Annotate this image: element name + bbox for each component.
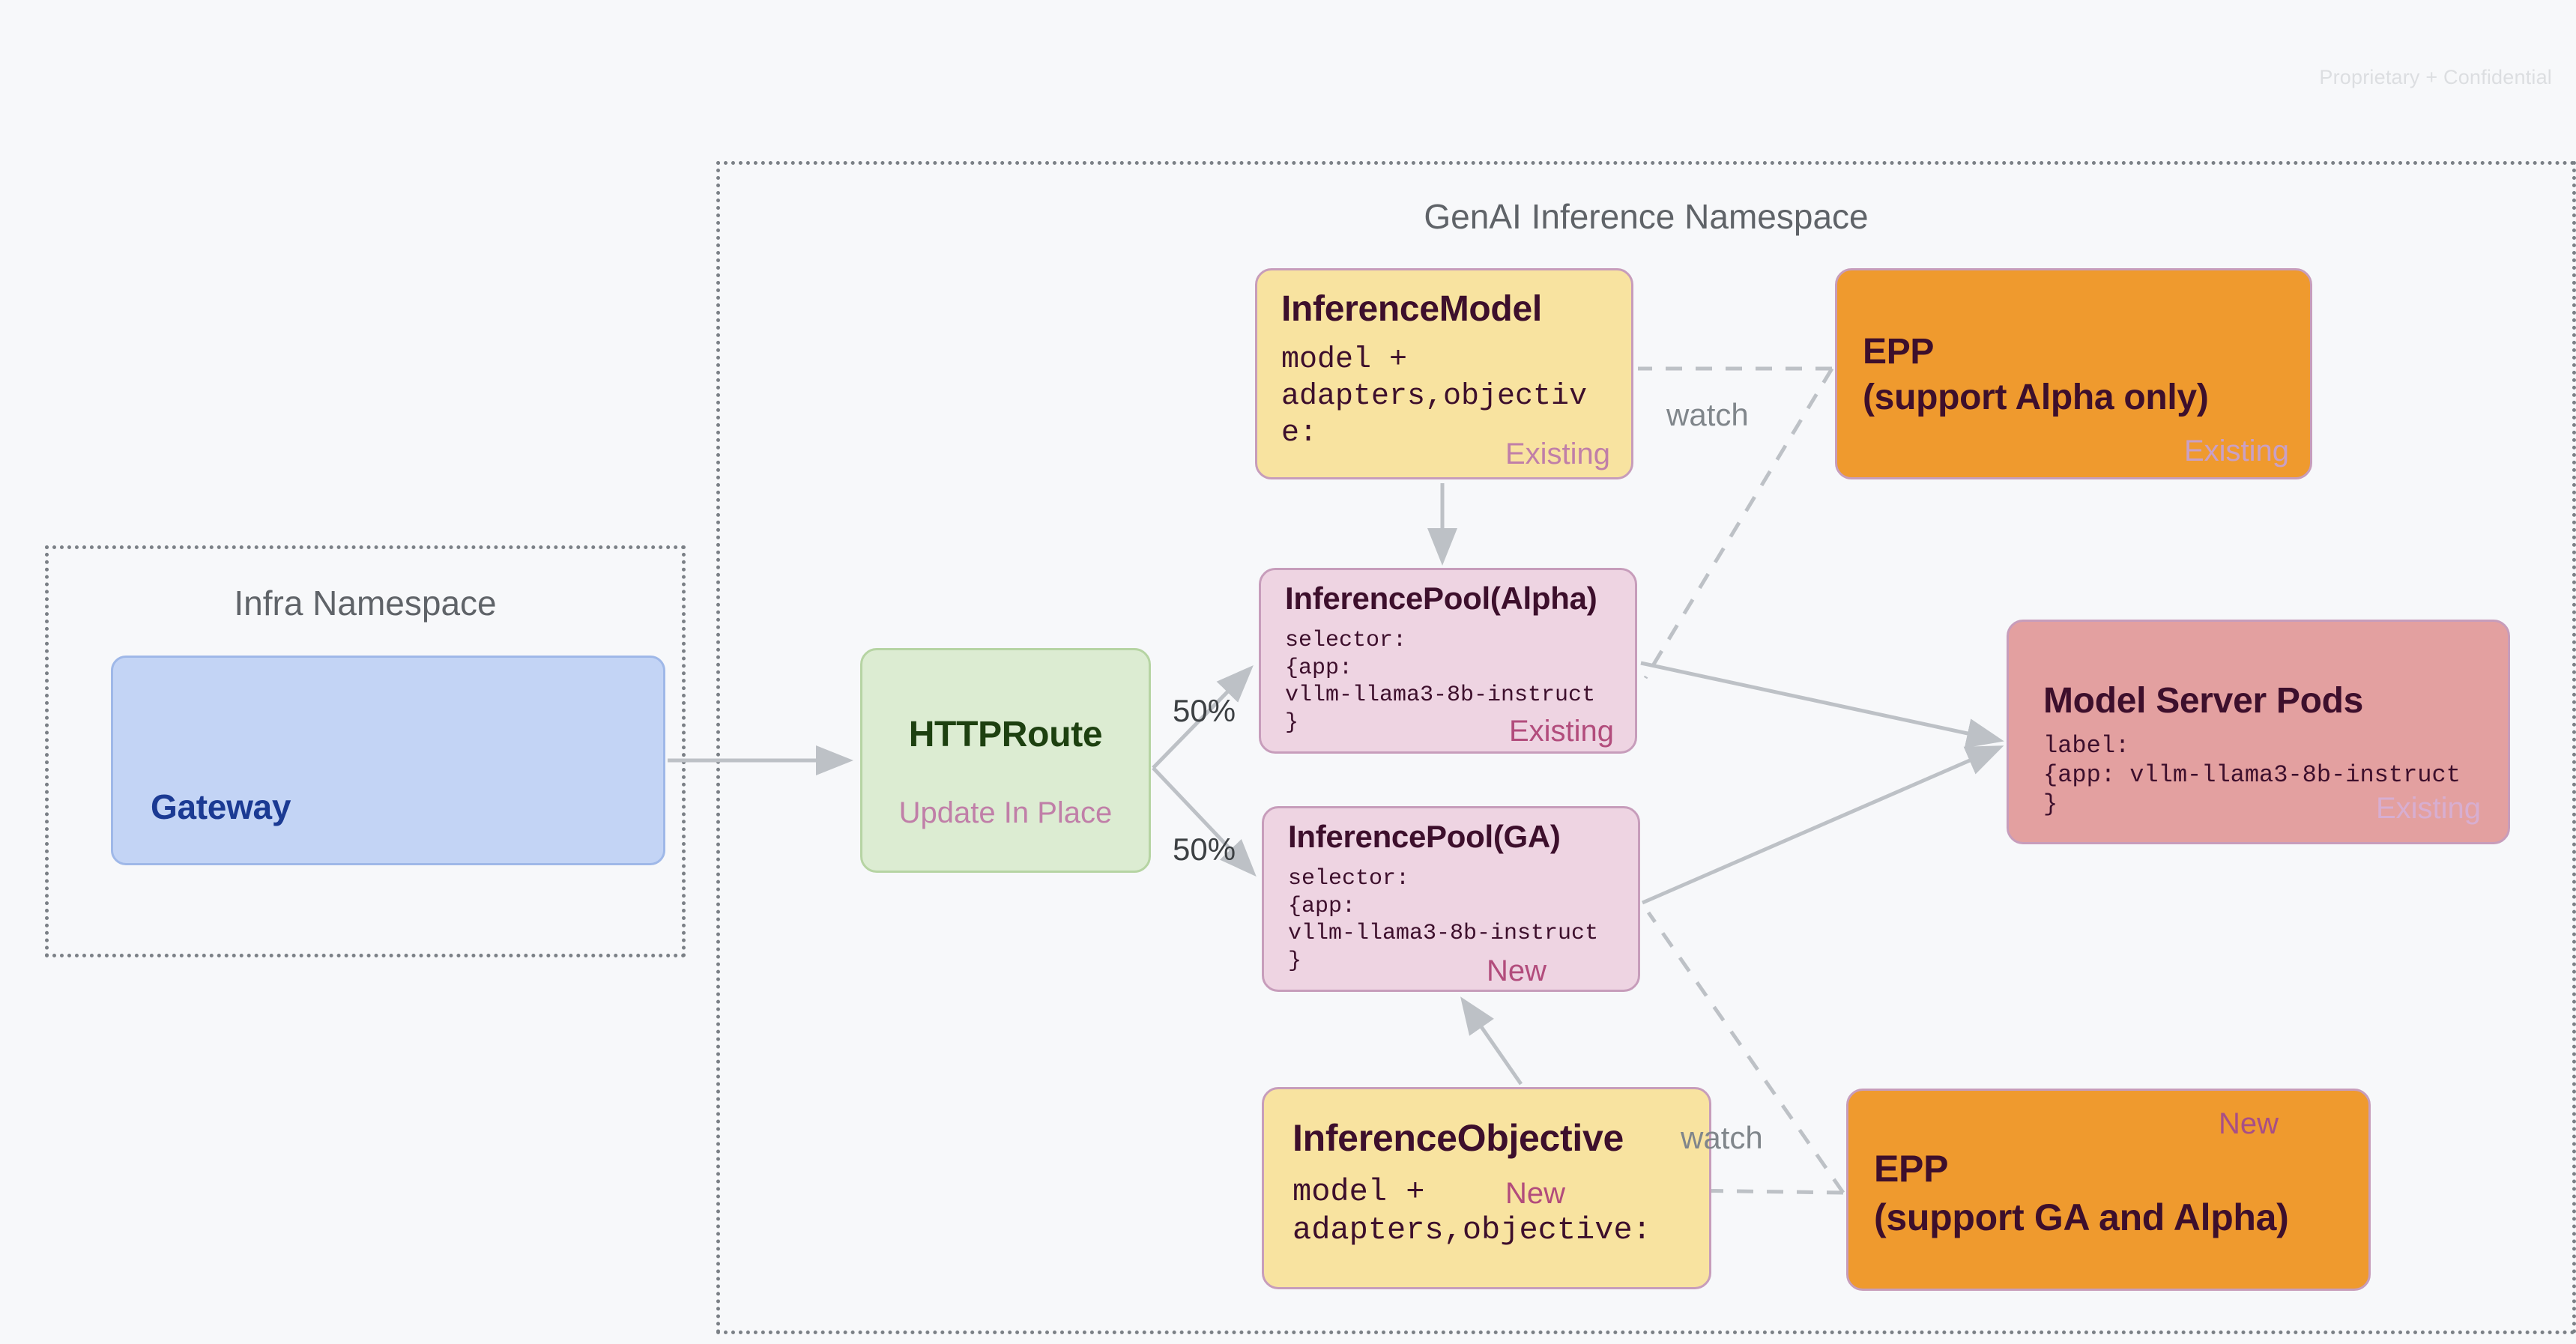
infra-namespace-title: Infra Namespace bbox=[234, 584, 497, 623]
httproute-subtitle: Update In Place bbox=[898, 796, 1113, 829]
epp-ga-title: EPP (support GA and Alpha) bbox=[1874, 1148, 2289, 1238]
model-server-pods-status-badge: Existing bbox=[2375, 792, 2481, 825]
httproute-node[interactable]: HTTPRoute Update In Place bbox=[860, 648, 1151, 873]
inferencepool-alpha-node[interactable]: InferencePool(Alpha) selector: {app: vll… bbox=[1259, 568, 1637, 754]
inferencepool-alpha-title: InferencePool(Alpha) bbox=[1285, 581, 1597, 616]
confidential-notice: Proprietary + Confidential bbox=[2319, 66, 2552, 88]
inferencemodel-code: model + adapters,objectiv e: bbox=[1281, 343, 1588, 450]
infra-namespace-boundary: Infra Namespace bbox=[45, 545, 686, 957]
gateway-node[interactable]: Gateway bbox=[111, 656, 665, 865]
inferencepool-ga-node[interactable]: InferencePool(GA) selector: {app: vllm-l… bbox=[1262, 806, 1640, 992]
epp-alpha-title: EPP (support Alpha only) bbox=[1863, 332, 2209, 418]
gateway-title: Gateway bbox=[151, 787, 291, 826]
inferencepool-alpha-code: selector: {app: vllm-llama3-8b-instruct … bbox=[1285, 628, 1596, 736]
inferencemodel-status-badge: Existing bbox=[1505, 438, 1610, 470]
edge-label-split-bottom: 50% bbox=[1173, 832, 1236, 867]
inferencemodel-node[interactable]: InferenceModel model + adapters,objectiv… bbox=[1255, 268, 1633, 479]
inferencepool-ga-status-badge: New bbox=[1486, 954, 1546, 987]
httproute-title: HTTPRoute bbox=[908, 715, 1103, 754]
inferenceobjective-code: model + adapters,objective: bbox=[1292, 1174, 1651, 1249]
genai-namespace-title: GenAI Inference Namespace bbox=[1424, 197, 1869, 236]
model-server-pods-code: label: {app: vllm-llama3-8b-instruct } bbox=[2043, 732, 2461, 819]
epp-alpha-status-badge: Existing bbox=[2183, 435, 2289, 467]
epp-ga-status-badge: New bbox=[2218, 1107, 2279, 1140]
inferencemodel-title: InferenceModel bbox=[1281, 289, 1542, 329]
genai-namespace-boundary: GenAI Inference Namespace bbox=[716, 161, 2576, 1334]
inferencepool-ga-title: InferencePool(GA) bbox=[1288, 819, 1561, 854]
model-server-pods-title: Model Server Pods bbox=[2043, 681, 2364, 721]
inferenceobjective-node[interactable]: InferenceObjective model + adapters,obje… bbox=[1262, 1087, 1711, 1289]
model-server-pods-node[interactable]: Model Server Pods label: {app: vllm-llam… bbox=[2007, 620, 2510, 844]
edge-label-split-top: 50% bbox=[1173, 693, 1236, 728]
inferencepool-ga-code: selector: {app: vllm-llama3-8b-instruct … bbox=[1288, 866, 1599, 974]
edge-label-watch-bottom: watch bbox=[1681, 1120, 1763, 1155]
epp-alpha-node[interactable]: EPP (support Alpha only) Existing bbox=[1835, 268, 2312, 479]
edge-label-watch-top: watch bbox=[1666, 397, 1749, 432]
inferenceobjective-status-badge: New bbox=[1505, 1177, 1566, 1210]
inferenceobjective-title: InferenceObjective bbox=[1292, 1117, 1624, 1159]
inferencepool-alpha-status-badge: Existing bbox=[1508, 715, 1614, 748]
epp-ga-node[interactable]: EPP (support GA and Alpha) New bbox=[1846, 1089, 2371, 1291]
